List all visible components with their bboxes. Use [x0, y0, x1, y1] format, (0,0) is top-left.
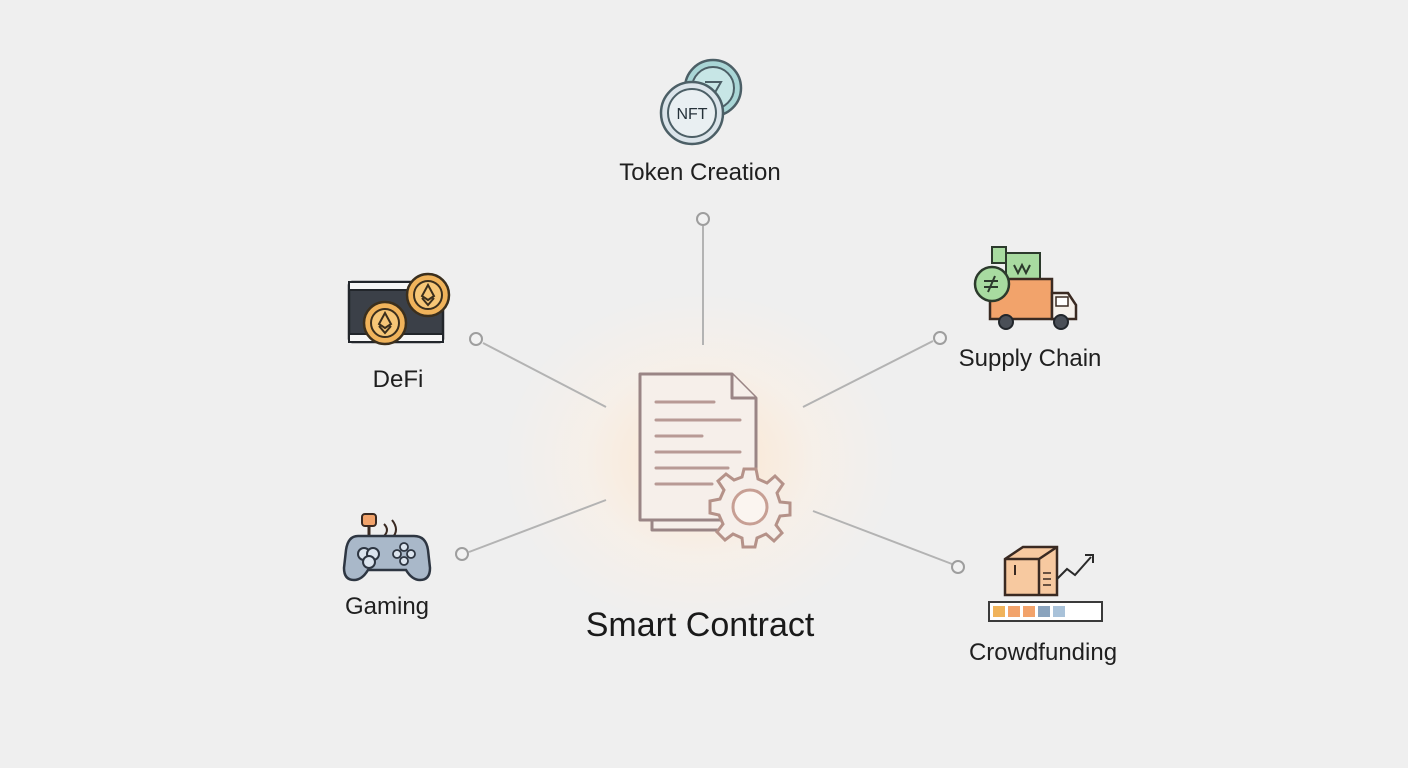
connector-gaming	[468, 499, 607, 553]
contract-gear-icon	[638, 372, 792, 549]
token-creation-label: Token Creation	[619, 159, 781, 186]
gaming-label: Gaming	[344, 593, 430, 620]
connector-crowdfunding	[812, 510, 953, 565]
center-label: Smart Contract	[585, 606, 815, 644]
defi-screen-coins-icon	[347, 272, 451, 346]
connector-dot-crowdfunding	[951, 560, 965, 574]
nft-badge-text: NFT	[676, 106, 707, 123]
connector-dot-supply-chain	[933, 331, 947, 345]
connector-defi	[482, 342, 607, 408]
connector-dot-gaming	[455, 547, 469, 561]
supply-chain-label: Supply Chain	[958, 345, 1102, 372]
crowdfunding-label: Crowdfunding	[968, 639, 1118, 666]
delivery-truck-icon	[973, 246, 1078, 330]
box-progress-icon	[988, 545, 1103, 622]
nft-token-icon: NFT	[659, 58, 743, 146]
defi-label: DeFi	[372, 366, 424, 393]
connector-supply-chain	[802, 340, 934, 408]
connector-dot-token-creation	[696, 212, 710, 226]
game-controller-icon	[342, 513, 432, 582]
connector-dot-defi	[469, 332, 483, 346]
